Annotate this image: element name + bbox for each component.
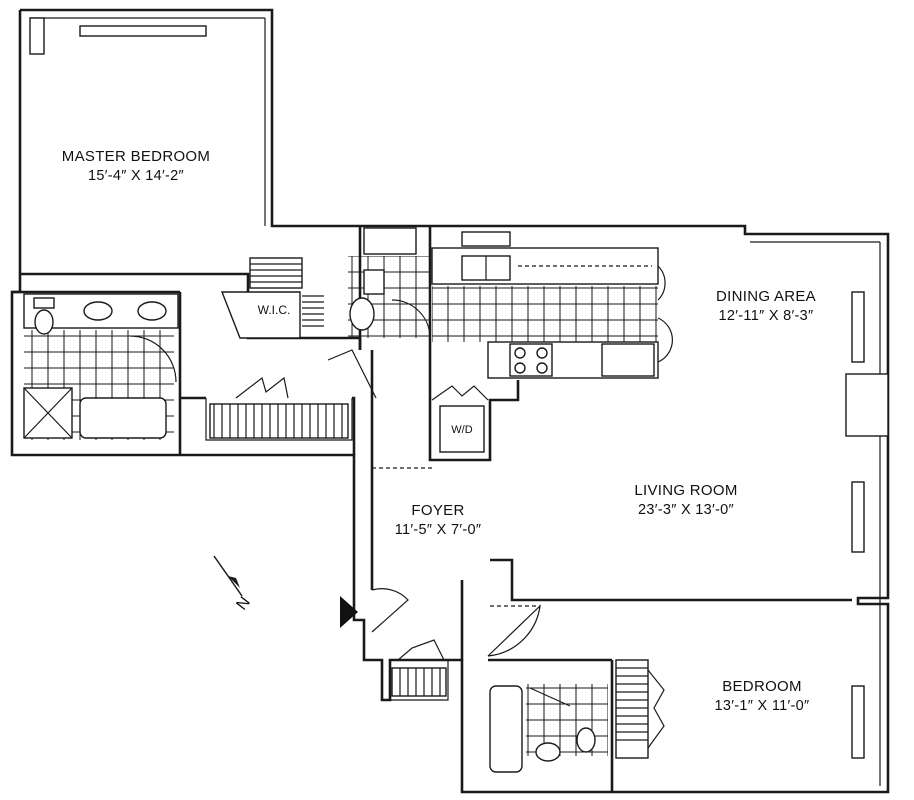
bedroom-wing [488,658,665,792]
bedroom-tub [489,685,523,773]
wic-shelf [220,291,301,339]
kitchen-window [461,231,511,247]
dining-area-dims: 12′-11″ X 8′-3″ [718,308,814,324]
living-room-dims: 23′-3″ X 13′-0″ [638,502,734,518]
entry-door-swing [371,588,409,633]
dining-area-name: DINING AREA [716,288,816,305]
pantry-door-2 [657,317,674,363]
foyer-dims: 11′-5″ X 7′-0″ [394,522,482,538]
bedroom-door-swing [487,604,541,657]
bedroom-bath-sink [535,742,561,762]
sink-right [137,301,167,321]
powder-toilet [349,297,375,331]
sink-left [83,301,113,321]
living-area [340,350,852,701]
master-bedroom-name: MASTER BEDROOM [61,148,211,165]
master-tub [79,397,167,439]
powder-window [363,227,417,255]
column [845,373,889,437]
outer-walls [10,8,890,794]
foyer-closet [391,667,447,697]
master-wing [12,257,362,455]
entry-triangle-icon [340,596,358,628]
closet-shelf [209,403,349,439]
kitchen-wing [327,226,674,469]
master-bath-door-swing [129,335,177,383]
corner-column [29,17,45,55]
north-arrow-icon [213,555,243,597]
washer-dryer-box [439,405,485,453]
bedroom-dims: 13′-1″ X 11′-0″ [714,698,810,714]
bedroom-closet [615,659,649,759]
master-bedroom-dims: 15′-4″ X 14′-2″ [88,168,184,184]
window-bedroom [851,685,865,759]
foyer-name: FOYER [411,502,465,519]
washer-dryer-label: W/D [451,424,473,436]
wic-label: W.I.C. [257,303,291,317]
toilet-bowl [34,309,54,335]
living-room-name: LIVING ROOM [634,482,738,499]
kitchen-tiles [432,286,658,342]
window-dining [851,291,865,363]
bedroom-name: BEDROOM [722,678,802,695]
window-living [851,481,865,553]
wic-hanger-lines [250,263,324,327]
pantry-door-1 [657,265,666,301]
toilet-tank [33,297,55,309]
bedroom-bath-toilet [576,727,596,753]
bedroom-bath-tiles [526,684,608,756]
refrigerator [601,343,655,377]
powder-door-swing [391,299,431,339]
powder-sink [363,269,385,295]
window-master [79,25,207,37]
wic-hanger [249,257,303,289]
closet-rod [213,404,343,438]
